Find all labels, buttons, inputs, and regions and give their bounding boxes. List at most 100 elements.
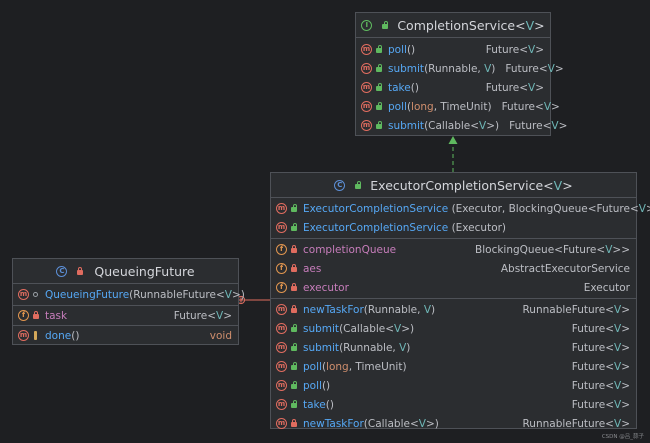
constructor-section: m QueueingFuture(RunnableFuture<V>) xyxy=(13,284,245,306)
field-row[interactable]: f aes AbstractExecutorService xyxy=(271,259,636,278)
method-name: take xyxy=(303,398,326,411)
method-params: () xyxy=(410,81,419,94)
method-params: (Runnable, V) xyxy=(424,62,496,75)
field-row[interactable]: f executor Executor xyxy=(271,278,636,297)
field-row[interactable]: f completionQueue BlockingQueue<Future<V… xyxy=(271,240,636,259)
private-icon xyxy=(290,283,298,292)
method-icon: m xyxy=(276,361,287,372)
public-icon xyxy=(375,45,383,54)
executor-completion-service-header: C ExecutorCompletionService<V> xyxy=(271,173,636,198)
method-name: poll xyxy=(303,360,322,373)
class-title: ExecutorCompletionService xyxy=(370,177,544,193)
protected-icon xyxy=(32,331,40,340)
queueing-future-header: C QueueingFuture xyxy=(13,259,238,284)
method-params: (long, TimeUnit) xyxy=(406,100,492,113)
method-name: submit xyxy=(303,322,340,335)
method-params: (Callable<V>) xyxy=(363,417,439,430)
constructor-name: ExecutorCompletionService xyxy=(303,221,449,234)
method-row[interactable]: m submit(Callable<V>) Future<V> xyxy=(356,116,567,135)
field-type: BlockingQueue<Future<V>> xyxy=(475,243,630,256)
method-name: poll xyxy=(388,100,407,113)
method-section: m done() void xyxy=(13,326,238,345)
method-params: (Runnable, V) xyxy=(363,303,436,316)
return-type: Future<V> xyxy=(571,322,630,335)
field-row[interactable]: f task Future<V> xyxy=(13,306,238,325)
private-icon xyxy=(290,305,298,314)
private-icon xyxy=(32,311,40,320)
field-name: executor xyxy=(303,281,349,294)
class-icon: C xyxy=(334,179,346,191)
method-icon: m xyxy=(361,101,372,112)
private-icon xyxy=(290,264,298,273)
method-params: (Callable<V>) xyxy=(339,322,415,335)
method-params: (Runnable, V) xyxy=(339,341,411,354)
queueing-future-box[interactable]: C QueueingFuture m QueueingFuture(Runnab… xyxy=(12,258,245,345)
private-icon xyxy=(76,266,84,276)
method-name: submit xyxy=(303,341,340,354)
constructor-row[interactable]: m ExecutorCompletionService (Executor, B… xyxy=(271,199,650,218)
method-name: submit xyxy=(388,119,425,132)
watermark: CSDN @吕_蒜子 xyxy=(601,434,644,440)
methods-section: m newTaskFor(Runnable, V) RunnableFuture… xyxy=(271,299,636,434)
interface-icon: I xyxy=(361,19,373,31)
field-name: task xyxy=(45,309,68,322)
method-row[interactable]: m submit(Callable<V>) Future<V> xyxy=(271,319,636,338)
method-name: poll xyxy=(388,43,407,56)
public-icon xyxy=(375,102,383,111)
package-private-icon xyxy=(32,290,40,299)
method-row[interactable]: m newTaskFor(Runnable, V) RunnableFuture… xyxy=(271,300,636,319)
method-icon: m xyxy=(276,304,287,315)
public-icon xyxy=(290,381,298,390)
field-type: AbstractExecutorService xyxy=(500,262,630,275)
method-name: take xyxy=(388,81,411,94)
constructor-params: (RunnableFuture<V>) xyxy=(129,288,245,301)
method-icon: m xyxy=(361,82,372,93)
constructor-name: ExecutorCompletionService xyxy=(303,202,449,215)
return-type: Future<V> xyxy=(501,100,560,113)
field-name: completionQueue xyxy=(303,243,397,256)
constructor-row[interactable]: m QueueingFuture(RunnableFuture<V>) xyxy=(13,285,245,304)
method-icon: m xyxy=(361,120,372,131)
method-params: () xyxy=(71,329,80,342)
method-row[interactable]: m poll() Future<V> xyxy=(356,40,550,59)
method-row[interactable]: m take() Future<V> xyxy=(356,78,550,97)
return-type: Future<V> xyxy=(571,398,630,411)
public-icon xyxy=(290,223,298,232)
method-name: newTaskFor xyxy=(303,303,364,316)
executor-completion-service-box[interactable]: C ExecutorCompletionService<V> m Executo… xyxy=(270,172,650,430)
method-row[interactable]: m done() void xyxy=(13,326,238,345)
method-icon: m xyxy=(276,222,287,233)
class-icon: C xyxy=(56,265,68,277)
public-icon xyxy=(375,64,383,73)
return-type: Future<V> xyxy=(571,341,630,354)
completion-service-methods: m poll() Future<V> m submit(Runnable, V)… xyxy=(356,38,567,135)
method-params: () xyxy=(321,379,331,392)
return-type: Future<V> xyxy=(509,119,568,132)
constructor-name: QueueingFuture xyxy=(45,288,130,301)
constructor-row[interactable]: m ExecutorCompletionService (Executor) xyxy=(271,218,636,237)
method-row[interactable]: m poll(long, TimeUnit) Future<V> xyxy=(271,357,636,376)
method-row[interactable]: m take() Future<V> xyxy=(271,395,636,414)
method-icon: m xyxy=(276,323,287,334)
field-section: f task Future<V> xyxy=(13,306,238,326)
method-row[interactable]: m newTaskFor(Callable<V>) RunnableFuture… xyxy=(271,414,636,433)
field-icon: f xyxy=(276,282,287,293)
completion-service-box[interactable]: I CompletionService<V> m poll() Future<V… xyxy=(355,12,567,136)
method-icon: m xyxy=(276,418,287,429)
private-icon xyxy=(290,245,298,254)
return-type: Future<V> xyxy=(505,62,564,75)
method-icon: m xyxy=(276,342,287,353)
public-icon xyxy=(354,180,362,190)
public-icon xyxy=(290,400,298,409)
method-icon: m xyxy=(361,44,372,55)
method-icon: m xyxy=(18,289,29,300)
method-row[interactable]: m poll(long, TimeUnit) Future<V> xyxy=(356,97,560,116)
method-params: () xyxy=(406,43,416,56)
method-row[interactable]: m submit(Runnable, V) Future<V> xyxy=(356,59,564,78)
method-icon: m xyxy=(18,330,29,341)
method-icon: m xyxy=(276,380,287,391)
public-icon xyxy=(375,83,383,92)
field-name: aes xyxy=(303,262,322,275)
method-row[interactable]: m poll() Future<V> xyxy=(271,376,636,395)
method-row[interactable]: m submit(Runnable, V) Future<V> xyxy=(271,338,636,357)
